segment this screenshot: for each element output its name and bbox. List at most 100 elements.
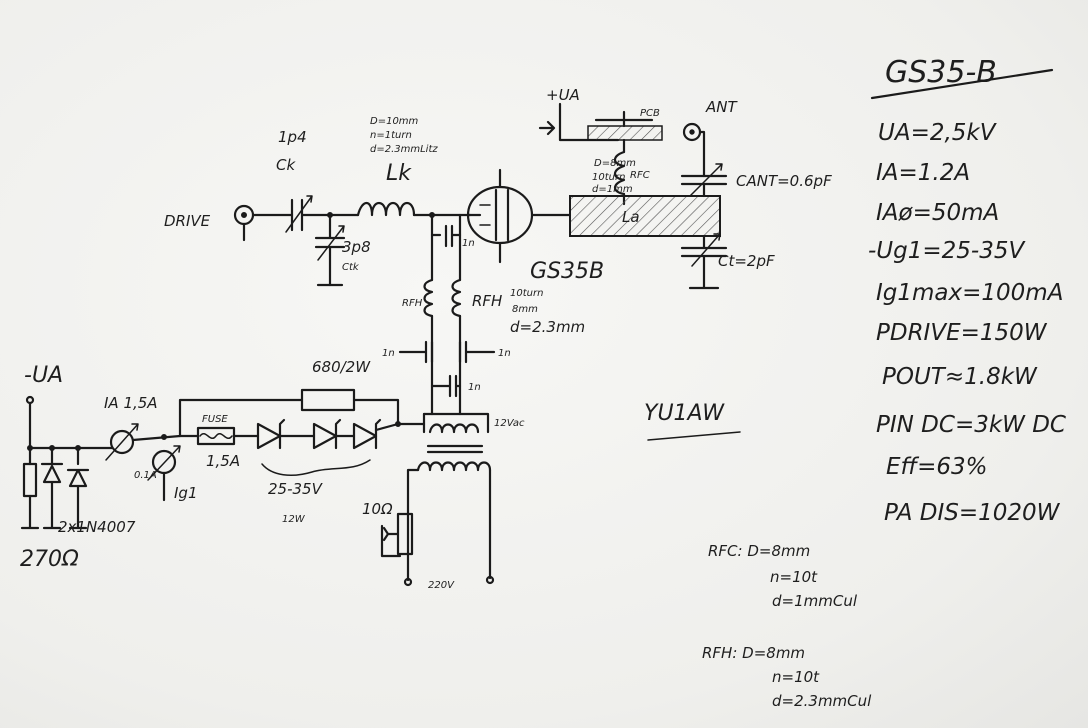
rfh-right-label: RFH xyxy=(472,292,502,310)
lk-spec-diameter: D=10mm xyxy=(370,116,419,127)
rfc-spec-turns: 10turn xyxy=(592,172,625,183)
filament-transformer-secondary xyxy=(426,423,484,454)
spec-drive-power: PDRIVE=150W xyxy=(876,320,1048,346)
spec-grid-current-max: Ig1max=100mA xyxy=(876,280,1063,306)
anode-current-meter xyxy=(105,423,139,461)
drive-connector xyxy=(233,204,255,242)
anode-rfc-choke xyxy=(613,150,626,196)
title-underline xyxy=(870,68,1054,100)
schematic-title: GS35-B xyxy=(885,55,997,90)
bypass-left-label: 1n xyxy=(382,348,395,359)
anode-line-la xyxy=(569,195,721,237)
rfh-note-line: RFH: D=8mm xyxy=(702,644,805,662)
spec-idle-current: IAø=50mA xyxy=(876,200,999,226)
input-capacitor-ck xyxy=(285,195,313,233)
spec-output-power: POUT≈1.8kW xyxy=(882,364,1038,390)
pot-label: 10Ω xyxy=(362,500,393,518)
rfc-notes: RFC: D=8mm n=10t d=1mmCul xyxy=(708,542,858,610)
rfc-note-line: n=10t xyxy=(770,568,818,586)
ct-label: Ct=2pF xyxy=(718,252,775,270)
ck-label: Ck xyxy=(276,156,296,174)
rfc-label: RFC xyxy=(630,170,650,181)
rfh-notes: RFH: D=8mm n=10t d=2.3mmCul xyxy=(702,644,872,710)
rfh-note-line: n=10t xyxy=(772,668,820,686)
filament-voltage-label: 12Vac xyxy=(494,418,525,429)
spec-input-dc-power: PIN DC=3kW DC xyxy=(876,412,1066,438)
pcb-label: PCB xyxy=(640,108,660,119)
grid-bypass-label: 1n xyxy=(462,238,475,249)
junction xyxy=(161,434,167,440)
plus-ua-label: +UA xyxy=(546,86,580,104)
bypass-right-label: 1n xyxy=(498,348,511,359)
diodes-label: 2x1N4007 xyxy=(58,518,136,536)
pcb-plate xyxy=(594,110,654,128)
wire xyxy=(178,398,304,438)
spec-list: UA=2,5kV IA=1.2A IAø=50mA -Ug1=25-35V Ig… xyxy=(868,120,1066,526)
spec-anode-dissipation: PA DIS=1020W xyxy=(884,500,1061,526)
ck-value: 1p4 xyxy=(278,128,307,146)
bias-resistor-label: 680/2W xyxy=(312,358,371,376)
cant-label: CANT=0.6pF xyxy=(736,172,832,190)
antenna-connector xyxy=(682,122,706,178)
filament-choke-left xyxy=(423,278,434,318)
bias-zener-2 xyxy=(312,418,342,450)
lk-spec-turns: n=1turn xyxy=(370,130,412,141)
spec-anode-voltage: UA=2,5kV xyxy=(878,120,998,146)
author-callsign: YU1AW xyxy=(644,401,725,426)
grid-current-meter xyxy=(147,445,181,502)
wire xyxy=(28,401,114,450)
tube-gs35b xyxy=(466,168,572,264)
rfh-note-line: d=2.3mmCul xyxy=(772,692,872,710)
primary-potentiometer xyxy=(380,512,414,558)
zener-range-label: 25-35V xyxy=(268,480,324,498)
shunt-resistor xyxy=(20,446,40,530)
filament-choke-right xyxy=(451,278,462,318)
spec-anode-current: IA=1.2A xyxy=(876,160,970,186)
wire xyxy=(131,434,182,442)
rfc-note-line: RFC: D=8mm xyxy=(708,542,810,560)
spec-grid-bias: -Ug1=25-35V xyxy=(868,238,1026,264)
ia-meter-label: IA 1,5A xyxy=(104,394,158,412)
filament-transformer-primary xyxy=(403,461,495,587)
ant-label: ANT xyxy=(705,98,738,116)
pcb-bypass-board xyxy=(587,125,663,141)
tune-capacitor-ctk xyxy=(314,213,346,287)
spec-efficiency: Eff=63% xyxy=(886,454,988,480)
ig-meter-range: 0.1A xyxy=(134,470,157,481)
bypass-lower-label: 1n xyxy=(468,382,481,393)
rfc-note-line: d=1mmCul xyxy=(772,592,858,610)
wire xyxy=(422,412,490,434)
fuse xyxy=(196,426,236,446)
antenna-capacitor-cant xyxy=(680,163,728,198)
wire xyxy=(374,422,400,432)
protection-diode-2 xyxy=(66,446,90,530)
mains-voltage-label: 220V xyxy=(428,580,455,591)
zener-brace xyxy=(261,459,371,477)
ctk-value: 3p8 xyxy=(342,238,371,256)
wire xyxy=(352,398,400,426)
bias-resistor xyxy=(300,388,356,412)
minus-ua-label: -UA xyxy=(24,363,63,388)
rfh-spec-diameter: 8mm xyxy=(512,304,538,315)
tune-capacitor-ct xyxy=(680,233,728,290)
fuse-label: FUSE xyxy=(202,414,228,425)
drive-label: DRIVE xyxy=(164,212,211,230)
lk-label: Lk xyxy=(386,161,412,186)
lk-spec-wire: d=2.3mmLitz xyxy=(370,144,438,155)
author-underline xyxy=(647,431,741,441)
grid-bypass-capacitor xyxy=(430,213,462,248)
rfh-spec-wire: d=2.3mm xyxy=(510,318,585,336)
rfh-spec-turns: 10turn xyxy=(510,288,543,299)
rfh-left-label: RFH xyxy=(402,298,423,309)
shunt-label: 270Ω xyxy=(20,547,79,572)
zener-power-label: 12W xyxy=(282,514,306,525)
filament-bypass-lower xyxy=(430,374,462,398)
ig-meter-label: Ig1 xyxy=(174,484,198,502)
protection-diode-1 xyxy=(40,446,64,530)
bias-zener-3 xyxy=(352,418,382,450)
rfc-spec-diameter: D=8mm xyxy=(594,158,636,169)
ctk-label: Ctk xyxy=(342,262,360,273)
input-coil-lk xyxy=(356,201,416,217)
